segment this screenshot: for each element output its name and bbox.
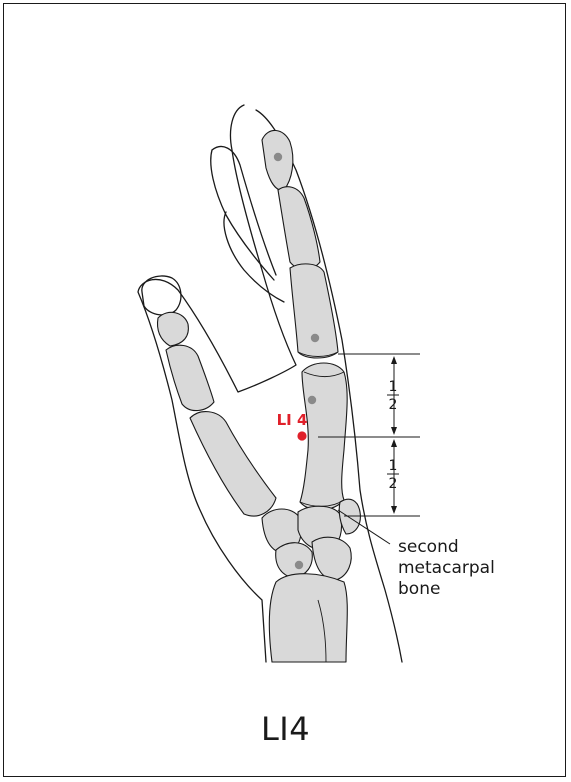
thumb-nail <box>142 276 181 315</box>
fraction-top-denominator: 2 <box>389 397 398 413</box>
folded-finger-2 <box>211 150 274 280</box>
joint-dot <box>295 561 303 569</box>
joint-dot <box>308 396 316 404</box>
joint-dot <box>274 153 282 161</box>
arrowhead <box>391 439 397 447</box>
hand-outline <box>138 105 296 662</box>
joint-dot <box>311 334 319 342</box>
carpal-bone-4 <box>276 543 313 578</box>
thumb-proximal-bone <box>166 345 214 410</box>
acupoint-label: LI 4 <box>277 411 308 429</box>
fraction-bottom-numerator: 1 <box>389 458 398 474</box>
arrowhead <box>391 506 397 514</box>
bone-label-line-1: second <box>398 537 459 557</box>
carpal-bone-5 <box>312 537 351 580</box>
middle-phalanx-bone <box>278 187 320 270</box>
bone-label-line-2: metacarpal <box>398 558 495 578</box>
bone-label-line-3: bone <box>398 579 440 599</box>
carpal-bone-3 <box>339 499 360 534</box>
acupoint-marker <box>297 431 306 440</box>
arrowhead <box>391 427 397 435</box>
first-metacarpal-bone <box>190 412 276 516</box>
radius-bone <box>269 574 347 662</box>
fraction-bottom-denominator: 2 <box>389 476 398 492</box>
thumb-distal-bone <box>158 312 189 346</box>
figure-title: LI4 <box>0 710 571 748</box>
arrowhead <box>391 356 397 364</box>
fraction-top-numerator: 1 <box>389 379 398 395</box>
proximal-phalanx-bone <box>290 264 338 358</box>
bone-label: second metacarpal bone <box>398 537 495 599</box>
